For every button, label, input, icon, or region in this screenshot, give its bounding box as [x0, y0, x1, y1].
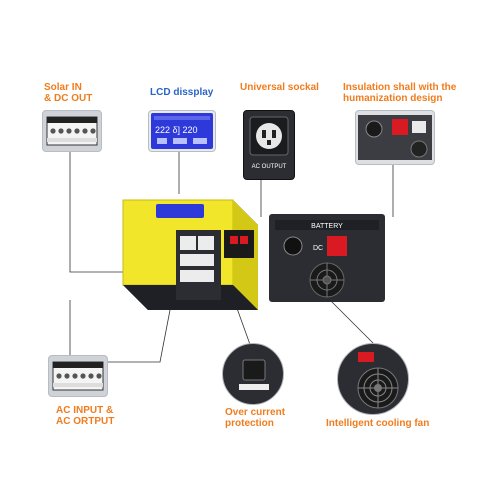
callout-socket: AC OUTPUT [243, 110, 295, 180]
label-lcd-display: LCD dissplay [150, 87, 214, 98]
callout-battery-terminals [355, 110, 435, 165]
callout-solar-terminal [42, 110, 102, 152]
battery-text: BATTERY [311, 223, 343, 230]
front-terminal-3 [180, 254, 214, 266]
label-universal-socket: Universal sockal [240, 82, 319, 93]
lcd-digits: 222 δ] 220 [155, 125, 198, 135]
front-terminal-2 [198, 236, 214, 250]
label-ac-input: AC INPUT & AC ORTPUT [56, 405, 115, 427]
front-socket [224, 230, 254, 258]
label-solar-in: Solar IN & DC OUT [44, 82, 93, 104]
ac-output-text: AC OUTPUT [252, 164, 287, 170]
inverter-rear-panel: BATTERY DC [269, 214, 385, 302]
callout-cooling-fan [337, 343, 409, 415]
label-insulation: Insulation shall with the humanization d… [343, 82, 457, 104]
battery-terminal-icon [358, 115, 432, 160]
front-terminal-1 [180, 236, 196, 250]
inverter-lcd [156, 204, 204, 218]
lcd-panel-icon: 222 δ] 220 [151, 113, 213, 149]
callout-lcd: 222 δ] 220 [148, 110, 216, 152]
terminal-block-icon [52, 361, 104, 391]
cooling-fan-icon [357, 352, 399, 409]
front-terminal-4 [180, 270, 214, 282]
callout-over-current [222, 343, 284, 405]
power-socket-icon: AC OUTPUT [246, 116, 292, 171]
dc-text: DC [313, 245, 323, 252]
breaker-button-icon [239, 359, 269, 390]
inverter-main-unit [122, 199, 258, 310]
label-cooling-fan: Intelligent cooling fan [326, 418, 430, 429]
label-over-current: Over current protection [225, 407, 286, 429]
callout-ac-terminal [48, 355, 108, 397]
terminal-block-icon [46, 116, 98, 146]
